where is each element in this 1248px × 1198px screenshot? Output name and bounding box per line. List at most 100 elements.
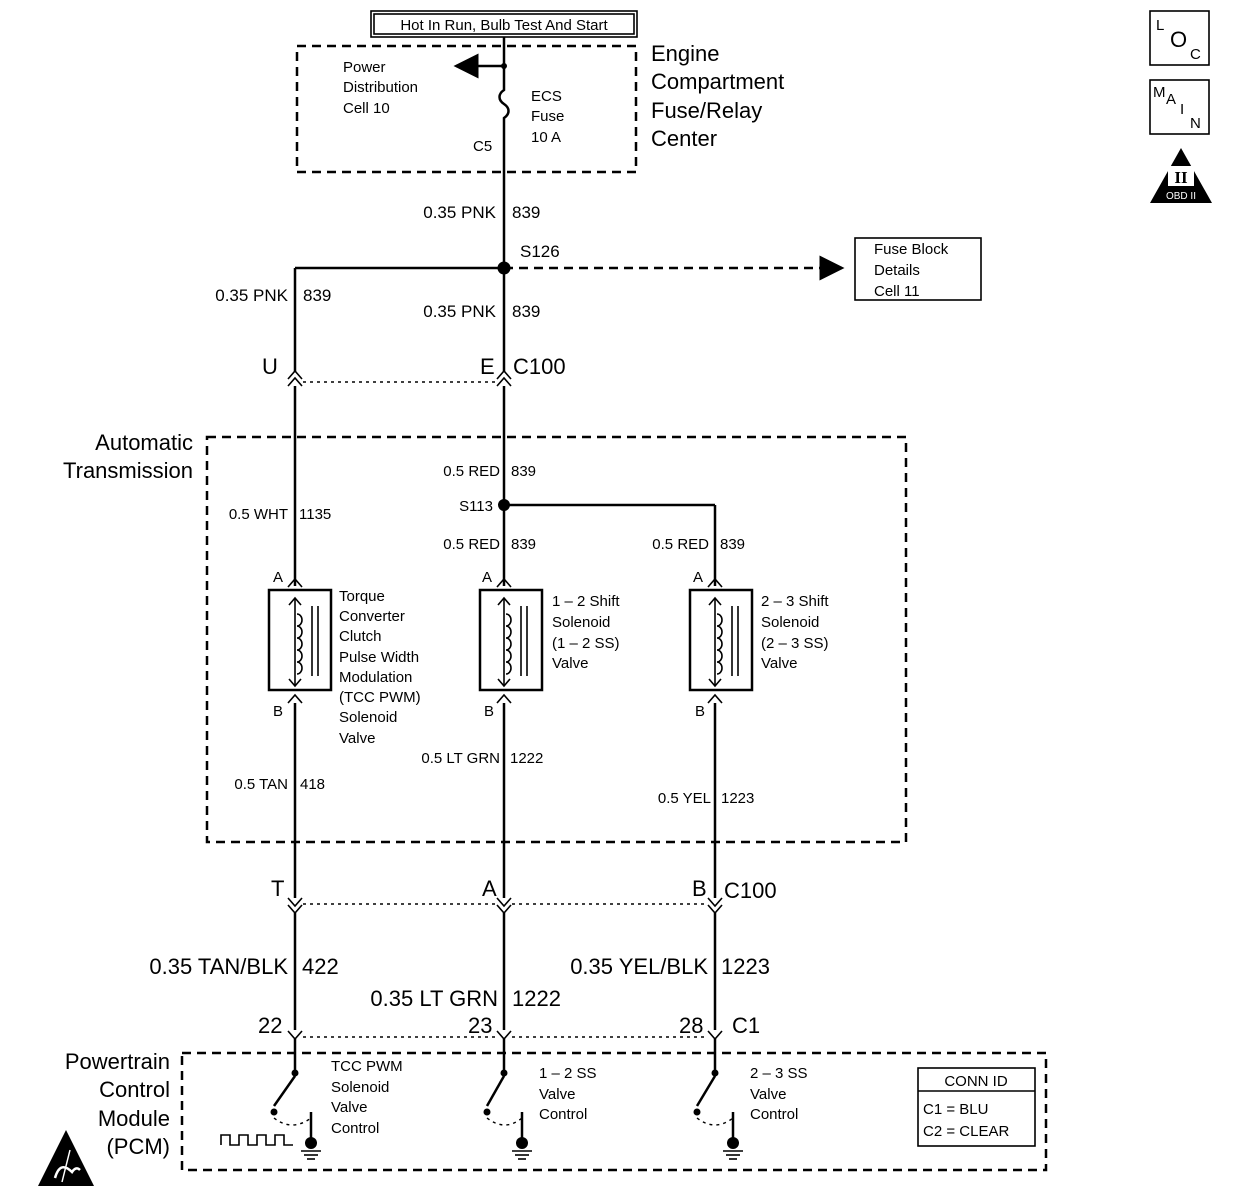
svg-text:Control: Control [331, 1120, 379, 1137]
svg-text:Module: Module [98, 1106, 170, 1131]
wire-num-pnk-center: 839 [512, 302, 540, 321]
svg-text:Valve: Valve [331, 1099, 367, 1116]
wire-num-ltgrn-035: 1222 [512, 986, 561, 1011]
wire-label-yel: 0.5 YEL [658, 790, 711, 807]
svg-text:C: C [1190, 46, 1201, 63]
svg-text:Details: Details [874, 262, 920, 279]
wire-label-red-right: 0.5 RED [652, 536, 709, 553]
svg-text:B: B [695, 703, 705, 720]
svg-text:N: N [1190, 115, 1201, 132]
wire-num-tan: 418 [300, 776, 325, 793]
wire-label-pnk-center: 0.35 PNK [423, 302, 496, 321]
svg-text:Control: Control [539, 1106, 587, 1123]
main-icon: M A I N [1149, 79, 1210, 135]
svg-text:Valve: Valve [750, 1086, 786, 1103]
pwm-waveform-icon [220, 1134, 293, 1146]
conn-id-table: CONN ID C1 = BLU C2 = CLEAR [917, 1067, 1036, 1147]
transmission-title: Automatic Transmission [63, 430, 193, 483]
wire-label-tanblk: 0.35 TAN/BLK [149, 954, 288, 979]
svg-text:Engine: Engine [651, 41, 720, 66]
connector-c5: C5 [473, 138, 492, 155]
pcm-title: Powertrain Control Module (PCM) [65, 1049, 170, 1159]
wire-label-red-mid: 0.5 RED [443, 536, 500, 553]
svg-text:B: B [692, 876, 707, 901]
shift-solenoid-1-2: A B 1 – 2 Shift Solenoid (1 – 2 SS) Valv… [478, 569, 620, 720]
svg-text:Cell 10: Cell 10 [343, 100, 390, 117]
svg-text:Pulse Width: Pulse Width [339, 649, 419, 666]
svg-text:Solenoid: Solenoid [339, 709, 397, 726]
svg-text:Converter: Converter [339, 608, 405, 625]
svg-text:Solenoid: Solenoid [331, 1079, 389, 1096]
svg-text:Distribution: Distribution [343, 79, 418, 96]
svg-text:28: 28 [679, 1013, 703, 1038]
power-distribution-label: Power Distribution Cell 10 [343, 59, 418, 117]
pcm-box [180, 1051, 1048, 1172]
svg-text:Compartment: Compartment [651, 69, 784, 94]
svg-text:Torque: Torque [339, 588, 385, 605]
svg-text:Valve: Valve [539, 1086, 575, 1103]
svg-text:Power: Power [343, 59, 386, 76]
ecs-fuse-label: ECS Fuse 10 A [531, 88, 564, 146]
svg-text:(TCC PWM): (TCC PWM) [339, 689, 421, 706]
svg-text:10 A: 10 A [531, 129, 561, 146]
wire-label-wht: 0.5 WHT [229, 506, 288, 523]
fuse-relay-center-box [295, 44, 638, 174]
wire-num-tanblk: 422 [302, 954, 339, 979]
svg-text:22: 22 [258, 1013, 282, 1038]
svg-text:2 – 3 SS: 2 – 3 SS [750, 1065, 808, 1082]
svg-text:Clutch: Clutch [339, 628, 382, 645]
c100-top-connector: U E C100 [262, 354, 566, 387]
pcm-connector-c1: 22 23 28 C1 [258, 1013, 760, 1041]
svg-text:C100: C100 [513, 354, 566, 379]
svg-text:Valve: Valve [339, 730, 375, 747]
svg-text:Transmission: Transmission [63, 458, 193, 483]
wire-num-wht: 1135 [299, 506, 331, 523]
svg-text:Fuse/Relay: Fuse/Relay [651, 98, 762, 123]
svg-text:B: B [484, 703, 494, 720]
wire-label-ltgrn-035: 0.35 LT GRN [370, 986, 498, 1011]
svg-text:C2 = CLEAR: C2 = CLEAR [923, 1123, 1009, 1140]
svg-text:C1: C1 [732, 1013, 760, 1038]
svg-text:Automatic: Automatic [95, 430, 193, 455]
svg-text:ECS: ECS [531, 88, 562, 105]
c100-bottom-connector: T A B C100 [271, 876, 777, 915]
fuse-center-title: Engine Compartment Fuse/Relay Center [651, 41, 784, 151]
wire-label-tan: 0.5 TAN [234, 776, 288, 793]
svg-text:L: L [1156, 17, 1164, 34]
fuse-block-details-box[interactable]: Fuse Block Details Cell 11 [854, 237, 982, 301]
svg-text:A: A [482, 569, 492, 586]
svg-text:Valve: Valve [761, 655, 797, 672]
svg-text:1 – 2 SS: 1 – 2 SS [539, 1065, 597, 1082]
svg-text:23: 23 [468, 1013, 492, 1038]
wire-label-red-top: 0.5 RED [443, 463, 500, 480]
svg-text:Modulation: Modulation [339, 669, 412, 686]
wire-num-yelblk: 1223 [721, 954, 770, 979]
header-box: Hot In Run, Bulb Test And Start [370, 10, 638, 38]
svg-text:(2 – 3 SS): (2 – 3 SS) [761, 635, 829, 652]
svg-text:A: A [1166, 91, 1176, 108]
loc-icon: L O C [1149, 10, 1210, 66]
svg-text:A: A [693, 569, 703, 586]
svg-text:TCC PWM: TCC PWM [331, 1058, 403, 1075]
svg-text:A: A [273, 569, 283, 586]
pcm-switch-2-3-ss: 2 – 3 SS Valve Control [693, 1039, 808, 1160]
wire-num-ltgrn: 1222 [510, 750, 543, 767]
wire-label-pnk-left: 0.35 PNK [215, 286, 288, 305]
svg-text:(PCM): (PCM) [106, 1134, 170, 1159]
svg-text:II: II [1174, 168, 1188, 187]
svg-text:I: I [1180, 101, 1184, 118]
svg-text:Solenoid: Solenoid [552, 614, 610, 631]
svg-text:Solenoid: Solenoid [761, 614, 819, 631]
svg-text:O: O [1170, 27, 1187, 52]
svg-text:C100: C100 [724, 878, 777, 903]
svg-text:2 – 3 Shift: 2 – 3 Shift [761, 593, 829, 610]
wire-num-pnk-left: 839 [303, 286, 331, 305]
wire-label-pnk-1: 0.35 PNK [423, 203, 496, 222]
svg-text:Powertrain: Powertrain [65, 1049, 170, 1074]
svg-text:CONN ID: CONN ID [944, 1073, 1008, 1090]
svg-text:E: E [480, 354, 495, 379]
tcc-pwm-solenoid: A B Torque Converter Clutch Pulse Width … [267, 569, 421, 747]
wire-num-red-mid: 839 [511, 536, 536, 553]
svg-text:Cell 11: Cell 11 [874, 283, 920, 300]
